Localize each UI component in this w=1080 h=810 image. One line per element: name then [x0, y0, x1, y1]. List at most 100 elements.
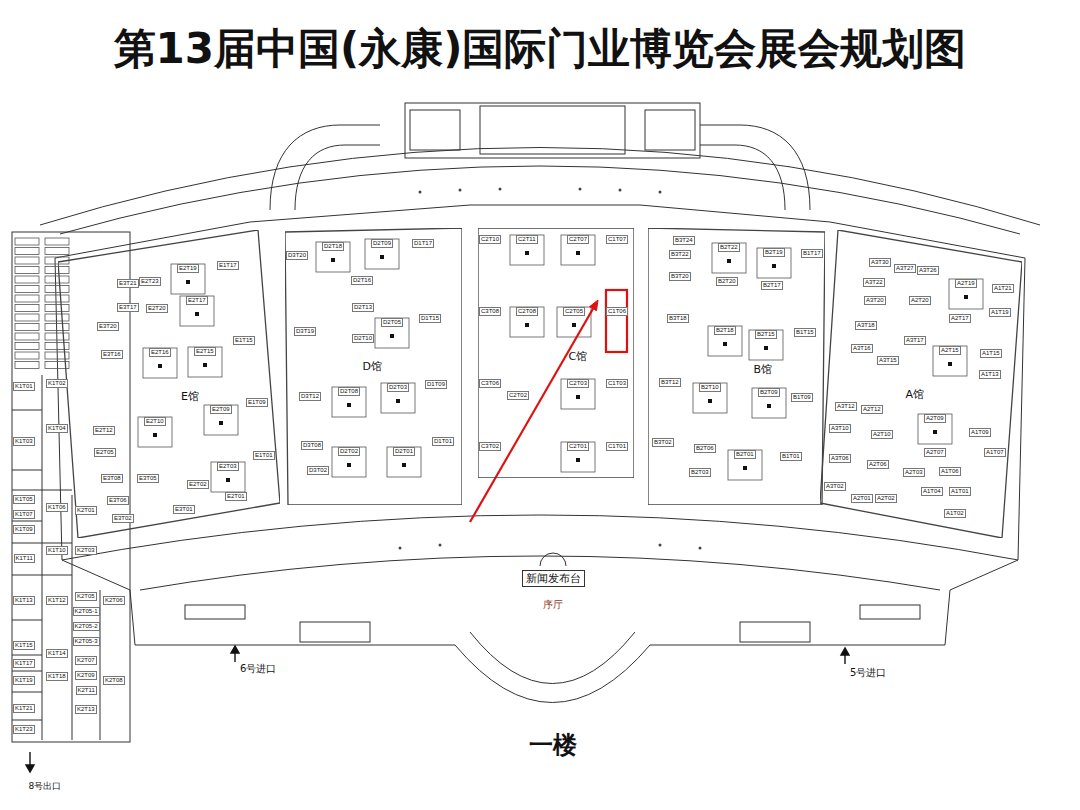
stall-cell — [15, 286, 39, 293]
booth-marker — [402, 463, 406, 467]
booth-number: E1T17 — [219, 262, 237, 269]
booth-box: D3T08 — [301, 441, 323, 450]
booth-box: A2T12 — [861, 405, 883, 414]
booth-box: E2T20 — [146, 304, 168, 313]
booth-number: D2T10 — [354, 335, 372, 342]
booth-number: B2T15 — [757, 331, 775, 338]
booth-number: A3T18 — [857, 322, 875, 329]
booth-marker — [743, 466, 747, 470]
booth-box: D1T17 — [412, 239, 434, 248]
booth-box: A3T10 — [829, 424, 851, 433]
booth-number: A1T07 — [986, 449, 1004, 456]
booth-box: B1T17 — [801, 249, 823, 258]
booth-number: B3T22 — [671, 251, 689, 258]
booth-marker — [576, 251, 580, 255]
booth-number: B2T03 — [691, 469, 709, 476]
booth-box: C1T03 — [606, 379, 628, 388]
booth-number: K1T11 — [16, 555, 33, 562]
booth-box: A1T15 — [980, 349, 1002, 358]
booth-number: K1T19 — [15, 677, 33, 684]
booth-number: A1T04 — [923, 488, 941, 495]
booth-plot — [949, 279, 983, 309]
stall-cell — [45, 248, 69, 255]
booth-box: B2T17 — [761, 281, 783, 290]
entrance-label: 6号进口 — [240, 663, 276, 675]
booth-box: A2T09 — [924, 414, 946, 423]
booth-box: B2T09 — [758, 388, 780, 397]
booth-number: C3T06 — [481, 380, 499, 387]
page-title: 第13届中国(永康)国际门业博览会展会规划图 — [0, 24, 1080, 74]
booth-number: K2T03 — [77, 547, 95, 554]
booth-box: K1T11 — [14, 554, 35, 563]
booth-box: K1T05 — [13, 495, 35, 504]
booth-box: E2T19 — [177, 264, 199, 273]
booth-box: E2T17 — [186, 296, 208, 305]
booth-number: B2T19 — [765, 249, 783, 256]
booth-number: C2T08 — [518, 308, 536, 315]
booth-number: A2T02 — [877, 495, 895, 502]
booth-box: A3T27 — [894, 264, 916, 273]
booth-number: A1T02 — [946, 510, 964, 517]
booth-plot — [561, 442, 595, 472]
booth-box: C2T10 — [479, 235, 501, 244]
booth-plot — [188, 347, 222, 377]
booth-number: D2T18 — [324, 243, 342, 250]
booth-number: E3T02 — [114, 515, 132, 522]
booth-marker — [525, 251, 529, 255]
booth-box: K1T04 — [46, 424, 68, 433]
booth-box: A2T20 — [909, 296, 931, 305]
stall-cell — [15, 314, 39, 321]
booth-number: E2T01 — [227, 493, 245, 500]
booth-marker — [764, 346, 768, 350]
booth-box: B3T02 — [652, 438, 674, 447]
booth-box: K2T11 — [76, 686, 97, 695]
booth-number: E3T17 — [119, 304, 137, 311]
booth-box: D2T13 — [352, 303, 374, 312]
booth-box: C2T03 — [567, 379, 589, 388]
exhibition-hall: C馆C2T10C2T11C2T07C1T07C3T08C2T08C2T05C1T… — [478, 228, 634, 478]
booth-number: K1T10 — [48, 547, 66, 554]
booth-box: K1T02 — [46, 379, 68, 388]
booth-number: A1T06 — [941, 468, 959, 475]
booth-number: D3T19 — [296, 328, 314, 335]
booth-box: C2T11 — [516, 235, 538, 244]
booth-number: C1T07 — [608, 236, 626, 243]
floor-label: 一楼 — [529, 731, 577, 760]
booth-number: E3T05 — [139, 475, 157, 482]
booth-number: K1T18 — [48, 673, 66, 680]
booth-box: E2T01 — [225, 492, 247, 501]
hall-outline — [478, 228, 634, 478]
stall-cell — [15, 305, 39, 312]
booth-marker — [186, 280, 190, 284]
stall-cell — [15, 267, 39, 274]
booth-number: K2T06 — [105, 597, 123, 604]
booth-number: D2T13 — [354, 304, 372, 311]
booth-number: K2T05-3 — [75, 638, 98, 645]
entrance-label: 5号进口 — [850, 667, 886, 679]
booth-box: E3T17 — [117, 303, 139, 312]
booth-box: E1T09 — [246, 398, 268, 407]
booth-box: E3T16 — [101, 350, 123, 359]
booth-number: A2T15 — [941, 347, 959, 354]
booth-marker — [203, 363, 207, 367]
booth-number: E2T02 — [189, 481, 207, 488]
booth-number: A3T16 — [853, 345, 871, 352]
booth-number: C2T03 — [569, 380, 587, 387]
booth-number: D2T08 — [340, 388, 358, 395]
booth-marker — [576, 458, 580, 462]
booth-box: E3T05 — [137, 474, 159, 483]
stall-cell — [15, 333, 39, 340]
booth-box: K1T14 — [46, 649, 68, 658]
booth-number: B1T09 — [793, 394, 811, 401]
booth-box: K1T19 — [13, 676, 35, 685]
booth-number: E2T17 — [188, 297, 206, 304]
booth-number: D2T09 — [373, 240, 391, 247]
booth-number: K1T03 — [15, 438, 33, 445]
exhibition-hall: D馆D3T20D2T18D2T09D1T17D2T16D3T19D2T13D2T… — [285, 228, 462, 505]
booth-box: A1T04 — [921, 487, 943, 496]
booth-number: K1T21 — [15, 705, 33, 712]
stall-cell — [45, 276, 69, 283]
booth-marker — [723, 342, 727, 346]
stall-cell — [15, 238, 39, 245]
hall-outline — [478, 228, 634, 478]
